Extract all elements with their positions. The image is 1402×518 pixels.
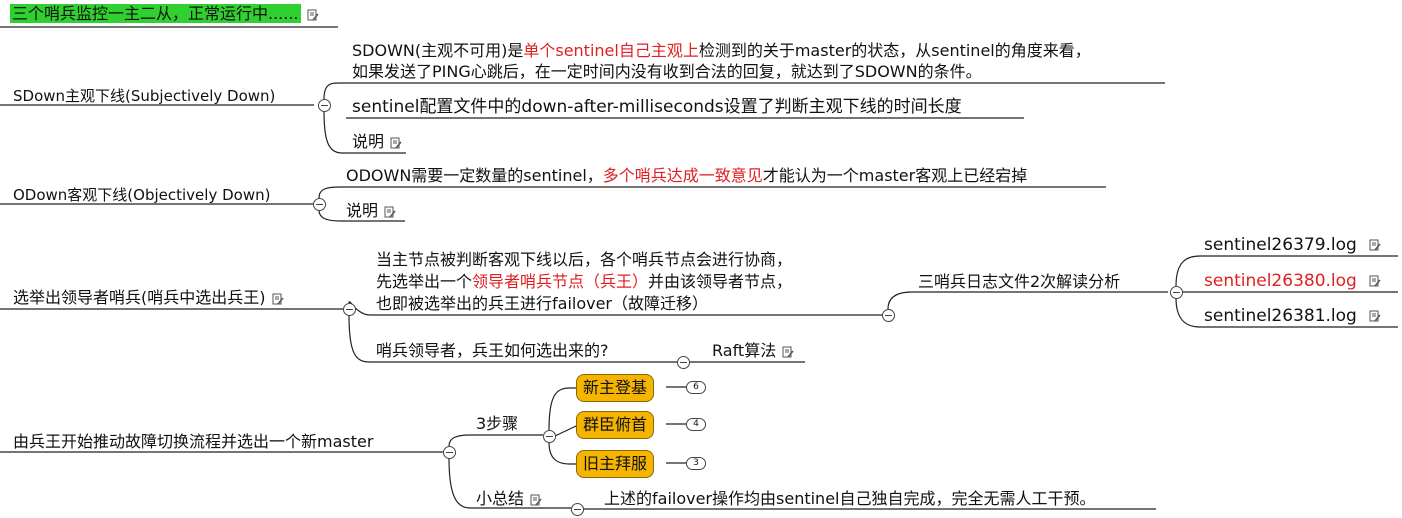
odown-desc-highlight: 多个哨兵达成一致意见 [602,166,763,185]
note-icon[interactable] [1369,310,1381,322]
log-file-item[interactable]: sentinel26381.log [1204,306,1381,326]
collapse-toggle-icon[interactable] [443,446,456,459]
leader-desc-line2: 先选举出一个领导者哨兵节点（兵王）并由该领导者节点， [376,272,793,291]
leader-desc-line1: 当主节点被判断客观下线以后，各个哨兵节点会进行协商， [376,250,793,269]
odown-explain-topic[interactable]: 说明 [346,201,396,221]
sdown-desc-line2: 如果发送了PING心跳后，在一定时间内没有收到合法的回复，就达到了SDOWN的条… [352,62,982,81]
leader-question-topic[interactable]: 哨兵领导者，兵王如何选出来的? [376,341,609,360]
step-pill[interactable]: 新主登基 [576,374,655,402]
odown-desc: ODOWN需要一定数量的sentinel，多个哨兵达成一致意见才能认为一个mas… [346,166,1028,185]
summary-text: 上述的failover操作均由sentinel自己独自完成，完全无需人工干预。 [604,489,1096,508]
leader-desc-line3: 也即被选举出的兵王进行failover（故障迁移） [376,294,709,313]
collapse-toggle-icon[interactable] [1170,286,1183,299]
sdown-desc-line1: SDOWN(主观不可用)是单个sentinel自己主观上检测到的关于master… [352,41,1091,60]
log-file-item[interactable]: sentinel26380.log [1204,271,1381,291]
step-count-badge[interactable]: 6 [686,381,706,394]
sdown-config-note: sentinel配置文件中的down-after-milliseconds设置了… [352,97,962,117]
sdown-topic[interactable]: SDown主观下线(Subjectively Down) [13,87,276,105]
log-file-item[interactable]: sentinel26379.log [1204,235,1381,255]
summary-topic[interactable]: 小总结 [476,489,542,509]
note-icon[interactable] [1369,275,1381,287]
root-topic[interactable]: 三个哨兵监控一主二从，正常运行中...... [10,4,319,24]
step-pill[interactable]: 群臣俯首 [576,411,655,439]
collapse-toggle-icon[interactable] [677,356,690,369]
note-icon[interactable] [1369,239,1381,251]
leader-desc-highlight: 领导者哨兵节点（兵王） [472,272,649,291]
step-count-badge[interactable]: 3 [686,457,706,470]
step-pill[interactable]: 旧主拜服 [576,450,655,478]
collapse-toggle-icon[interactable] [543,430,556,443]
note-icon[interactable] [390,137,402,149]
collapse-toggle-icon[interactable] [343,303,356,316]
note-icon[interactable] [384,206,396,218]
raft-topic[interactable]: Raft算法 [712,341,794,361]
collapse-toggle-icon[interactable] [882,309,895,322]
failover-topic[interactable]: 由兵王开始推动故障切换流程并选出一个新master [13,432,374,451]
odown-topic[interactable]: ODown客观下线(Objectively Down) [13,186,271,204]
step-count-badge[interactable]: 4 [686,418,706,431]
note-icon[interactable] [782,346,794,358]
collapse-toggle-icon[interactable] [313,198,326,211]
note-icon[interactable] [272,293,284,305]
note-icon[interactable] [530,494,542,506]
log-analysis-topic[interactable]: 三哨兵日志文件2次解读分析 [918,272,1121,291]
steps-topic[interactable]: 3步骤 [476,414,519,433]
collapse-toggle-icon[interactable] [571,503,584,516]
collapse-toggle-icon[interactable] [318,99,331,112]
note-icon[interactable] [307,9,319,21]
sdown-explain-topic[interactable]: 说明 [352,132,402,152]
leader-topic[interactable]: 选举出领导者哨兵(哨兵中选出兵王) [13,288,284,308]
sdown-desc-highlight: 单个sentinel自己主观上 [523,41,699,60]
root-title: 三个哨兵监控一主二从，正常运行中...... [10,4,301,23]
